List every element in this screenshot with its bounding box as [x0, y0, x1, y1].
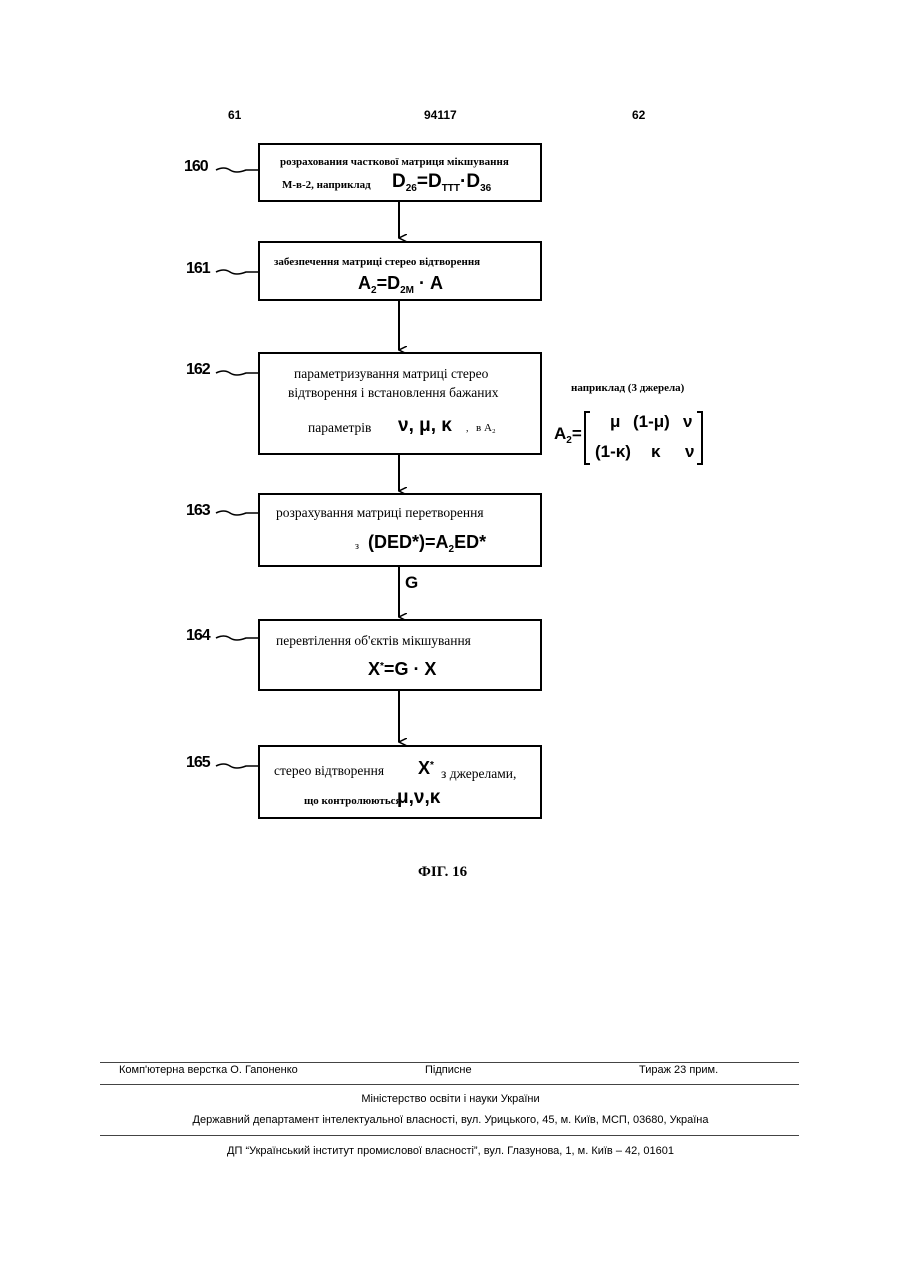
step-box-160: розрахования часткової матриця мікшуванн…: [258, 143, 542, 202]
step-162-text-3: параметрів: [308, 420, 371, 436]
footer-typeset: Комп'ютерна верстка О. Гапоненко: [119, 1064, 298, 1076]
step-164-formula: X*=G · X: [368, 659, 436, 680]
footer-circulation: Тираж 23 прим.: [639, 1064, 718, 1076]
step-label-162: 162: [186, 361, 210, 379]
side-note-title: наприклад (3 джерела): [571, 382, 684, 394]
matrix-r1c2: (1-μ): [633, 412, 670, 432]
footer-ministry: Міністерство освіти і науки України: [0, 1093, 901, 1105]
side-note-lhs: A2=: [554, 424, 582, 446]
matrix-left-bracket: [585, 412, 590, 464]
matrix-r2c3: ν: [685, 442, 694, 462]
step-164-text: перевтілення об'єктів мікшування: [276, 633, 471, 649]
step-label-161: 161: [186, 260, 210, 278]
step-160-text: розрахования часткової матриця мікшуванн…: [280, 156, 509, 168]
footer-institute: ДП “Український інститут промислової вла…: [0, 1145, 901, 1157]
leader-165: [216, 764, 258, 768]
step-box-164: перевтілення об'єктів мікшування X*=G · …: [258, 619, 542, 691]
leader-161: [216, 270, 258, 274]
step-161-formula: A2=D2M · A: [358, 273, 443, 296]
footer-signed: Підписне: [425, 1064, 472, 1076]
leader-164: [216, 636, 258, 640]
step-161-text: забезпечення матриці стерео відтворення: [274, 256, 480, 268]
matrix-r2c1: (1-κ): [595, 442, 631, 462]
leader-160: [216, 168, 258, 172]
step-160-formula: D26=DTTT·D36: [392, 171, 491, 194]
step-label-160: 160: [184, 158, 208, 176]
matrix-right-bracket: [697, 412, 702, 464]
step-165-text-b: з джерелами,: [441, 766, 516, 782]
matrix-r1c3: ν: [683, 412, 692, 432]
step-165-params: μ,ν,κ: [397, 787, 440, 809]
step-box-163: розрахування матриці перетворення з (DED…: [258, 493, 542, 567]
matrix-r2c2: κ: [651, 442, 660, 462]
step-163-text: розрахування матриці перетворення: [276, 505, 484, 521]
footer-department: Державний департамент інтелектуальної вл…: [0, 1114, 901, 1126]
step-160-text-2: М-в-2, наприклад: [282, 179, 371, 191]
leader-163: [216, 511, 258, 515]
footer-rule-top: [100, 1062, 799, 1063]
step-162-separator: ,: [466, 423, 469, 434]
step-165-text-2: що контролюються: [304, 795, 401, 807]
leader-162: [216, 371, 258, 375]
step-163-prefix: з: [355, 541, 359, 552]
step-box-161: забезпечення матриці стерео відтворення …: [258, 241, 542, 301]
step-box-165: стерео відтворення X* з джерелами, що ко…: [258, 745, 542, 819]
step-162-tail: в A₂: [476, 422, 496, 434]
step-165-text: стерео відтворення: [274, 763, 384, 779]
step-label-163: 163: [186, 502, 210, 520]
step-162-params: ν, μ, κ: [398, 415, 452, 437]
step-162-text: параметризування матриці стерео: [294, 366, 488, 382]
matrix-r1c1: μ: [610, 412, 620, 432]
step-163-formula: (DED*)=A2ED*: [368, 532, 486, 555]
figure-caption: ФІГ. 16: [418, 864, 467, 881]
step-162-text-2: відтворення і встановлення бажаних: [288, 385, 498, 401]
arrow-label-g: G: [405, 573, 418, 593]
step-label-164: 164: [186, 627, 210, 645]
footer-rule-middle: [100, 1084, 799, 1085]
footer-rule-bottom: [100, 1135, 799, 1136]
step-label-165: 165: [186, 754, 210, 772]
step-165-symbol: X*: [418, 758, 434, 779]
step-box-162: параметризування матриці стерео відтворе…: [258, 352, 542, 455]
